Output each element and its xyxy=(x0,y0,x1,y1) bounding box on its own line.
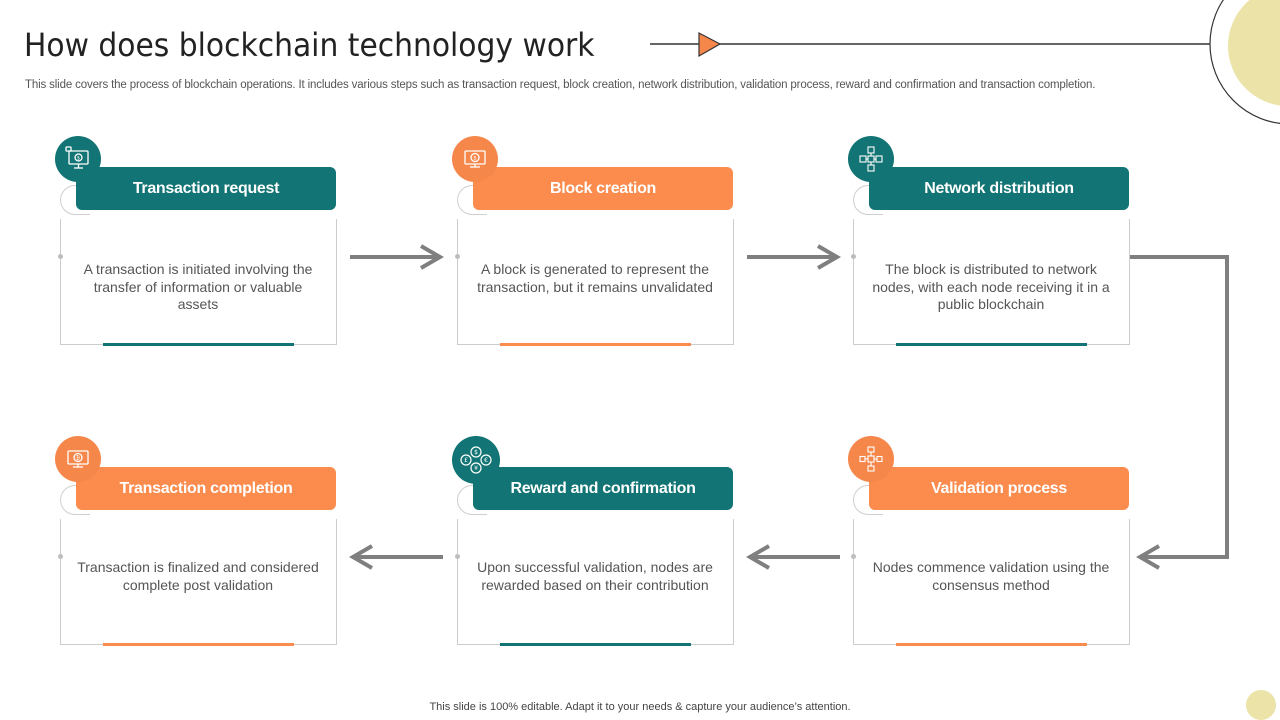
svg-text:¥: ¥ xyxy=(474,465,478,472)
step-body: A block is generated to represent the tr… xyxy=(455,219,734,346)
step-title: Reward and confirmation xyxy=(473,467,733,510)
slide-title: How does blockchain technology work xyxy=(24,26,595,64)
coins-reward-icon: $ £ € ¥ xyxy=(452,436,500,484)
arrow-step1-to-step2 xyxy=(350,244,444,270)
card-hook xyxy=(457,185,487,215)
step-accent-bar xyxy=(896,343,1087,346)
card-hook xyxy=(853,485,883,515)
body-dot xyxy=(851,554,856,559)
step-description: A transaction is initiated involving the… xyxy=(83,261,313,312)
step-body: Transaction is finalized and considered … xyxy=(58,519,337,646)
card-hook xyxy=(853,185,883,215)
monitor-dollar-icon: $ xyxy=(55,136,101,182)
step-description: Upon successful validation, nodes are re… xyxy=(477,559,713,593)
step-accent-bar xyxy=(103,643,294,646)
step-title: Transaction request xyxy=(76,167,336,210)
title-arrowhead xyxy=(698,32,722,58)
svg-text:$: $ xyxy=(474,449,478,456)
network-blocks-icon xyxy=(848,136,894,182)
card-hook xyxy=(60,185,90,215)
svg-text:€: € xyxy=(484,457,488,464)
step-description: The block is distributed to network node… xyxy=(872,261,1110,312)
step-card-block-creation: Block creation A block is generated to r… xyxy=(452,136,742,356)
step-card-validation-process: Validation process Nodes commence valida… xyxy=(848,436,1138,656)
step-accent-bar xyxy=(500,643,691,646)
body-dot xyxy=(455,554,460,559)
step-card-reward-and-confirmation: Reward and confirmation Upon successful … xyxy=(452,436,742,656)
arrow-step3-to-step4 xyxy=(1130,255,1229,570)
monitor-bitcoin-icon: ₿ xyxy=(55,436,101,482)
step-title: Transaction completion xyxy=(76,467,336,510)
slide-subtitle: This slide covers the process of blockch… xyxy=(25,79,1096,91)
step-accent-bar xyxy=(103,343,294,346)
arrow-step2-to-step3 xyxy=(747,244,841,270)
step-title: Network distribution xyxy=(869,167,1129,210)
step-card-transaction-completion: Transaction completion Transaction is fi… xyxy=(55,436,345,656)
step-description: Transaction is finalized and considered … xyxy=(77,559,319,593)
svg-text:₿: ₿ xyxy=(76,455,80,462)
body-dot xyxy=(58,254,63,259)
card-hook xyxy=(60,485,90,515)
chain-validation-icon xyxy=(848,436,894,482)
corner-ring xyxy=(1209,0,1280,124)
step-body: A transaction is initiated involving the… xyxy=(58,219,337,346)
monitor-coin-icon: $ xyxy=(452,136,498,182)
svg-text:£: £ xyxy=(464,457,468,464)
step-title: Block creation xyxy=(473,167,733,210)
card-hook xyxy=(457,485,487,515)
body-dot xyxy=(851,254,856,259)
step-body: Nodes commence validation using the cons… xyxy=(851,519,1130,646)
step-description: Nodes commence validation using the cons… xyxy=(872,559,1110,593)
step-body: The block is distributed to network node… xyxy=(851,219,1130,346)
step-accent-bar xyxy=(896,643,1087,646)
step-card-transaction-request: Transaction request A transaction is ini… xyxy=(55,136,345,356)
step-title: Validation process xyxy=(869,467,1129,510)
body-dot xyxy=(455,254,460,259)
step-accent-bar xyxy=(500,343,691,346)
slide-footer: This slide is 100% editable. Adapt it to… xyxy=(429,701,851,713)
step-description: A block is generated to represent the tr… xyxy=(477,261,713,295)
step-card-network-distribution: Network distribution The block is distri… xyxy=(848,136,1138,356)
arrow-step4-to-step5 xyxy=(746,544,840,570)
body-dot xyxy=(58,554,63,559)
arrow-step5-to-step6 xyxy=(349,544,443,570)
svg-text:$: $ xyxy=(473,156,477,162)
step-body: Upon successful validation, nodes are re… xyxy=(455,519,734,646)
svg-text:$: $ xyxy=(77,156,80,162)
